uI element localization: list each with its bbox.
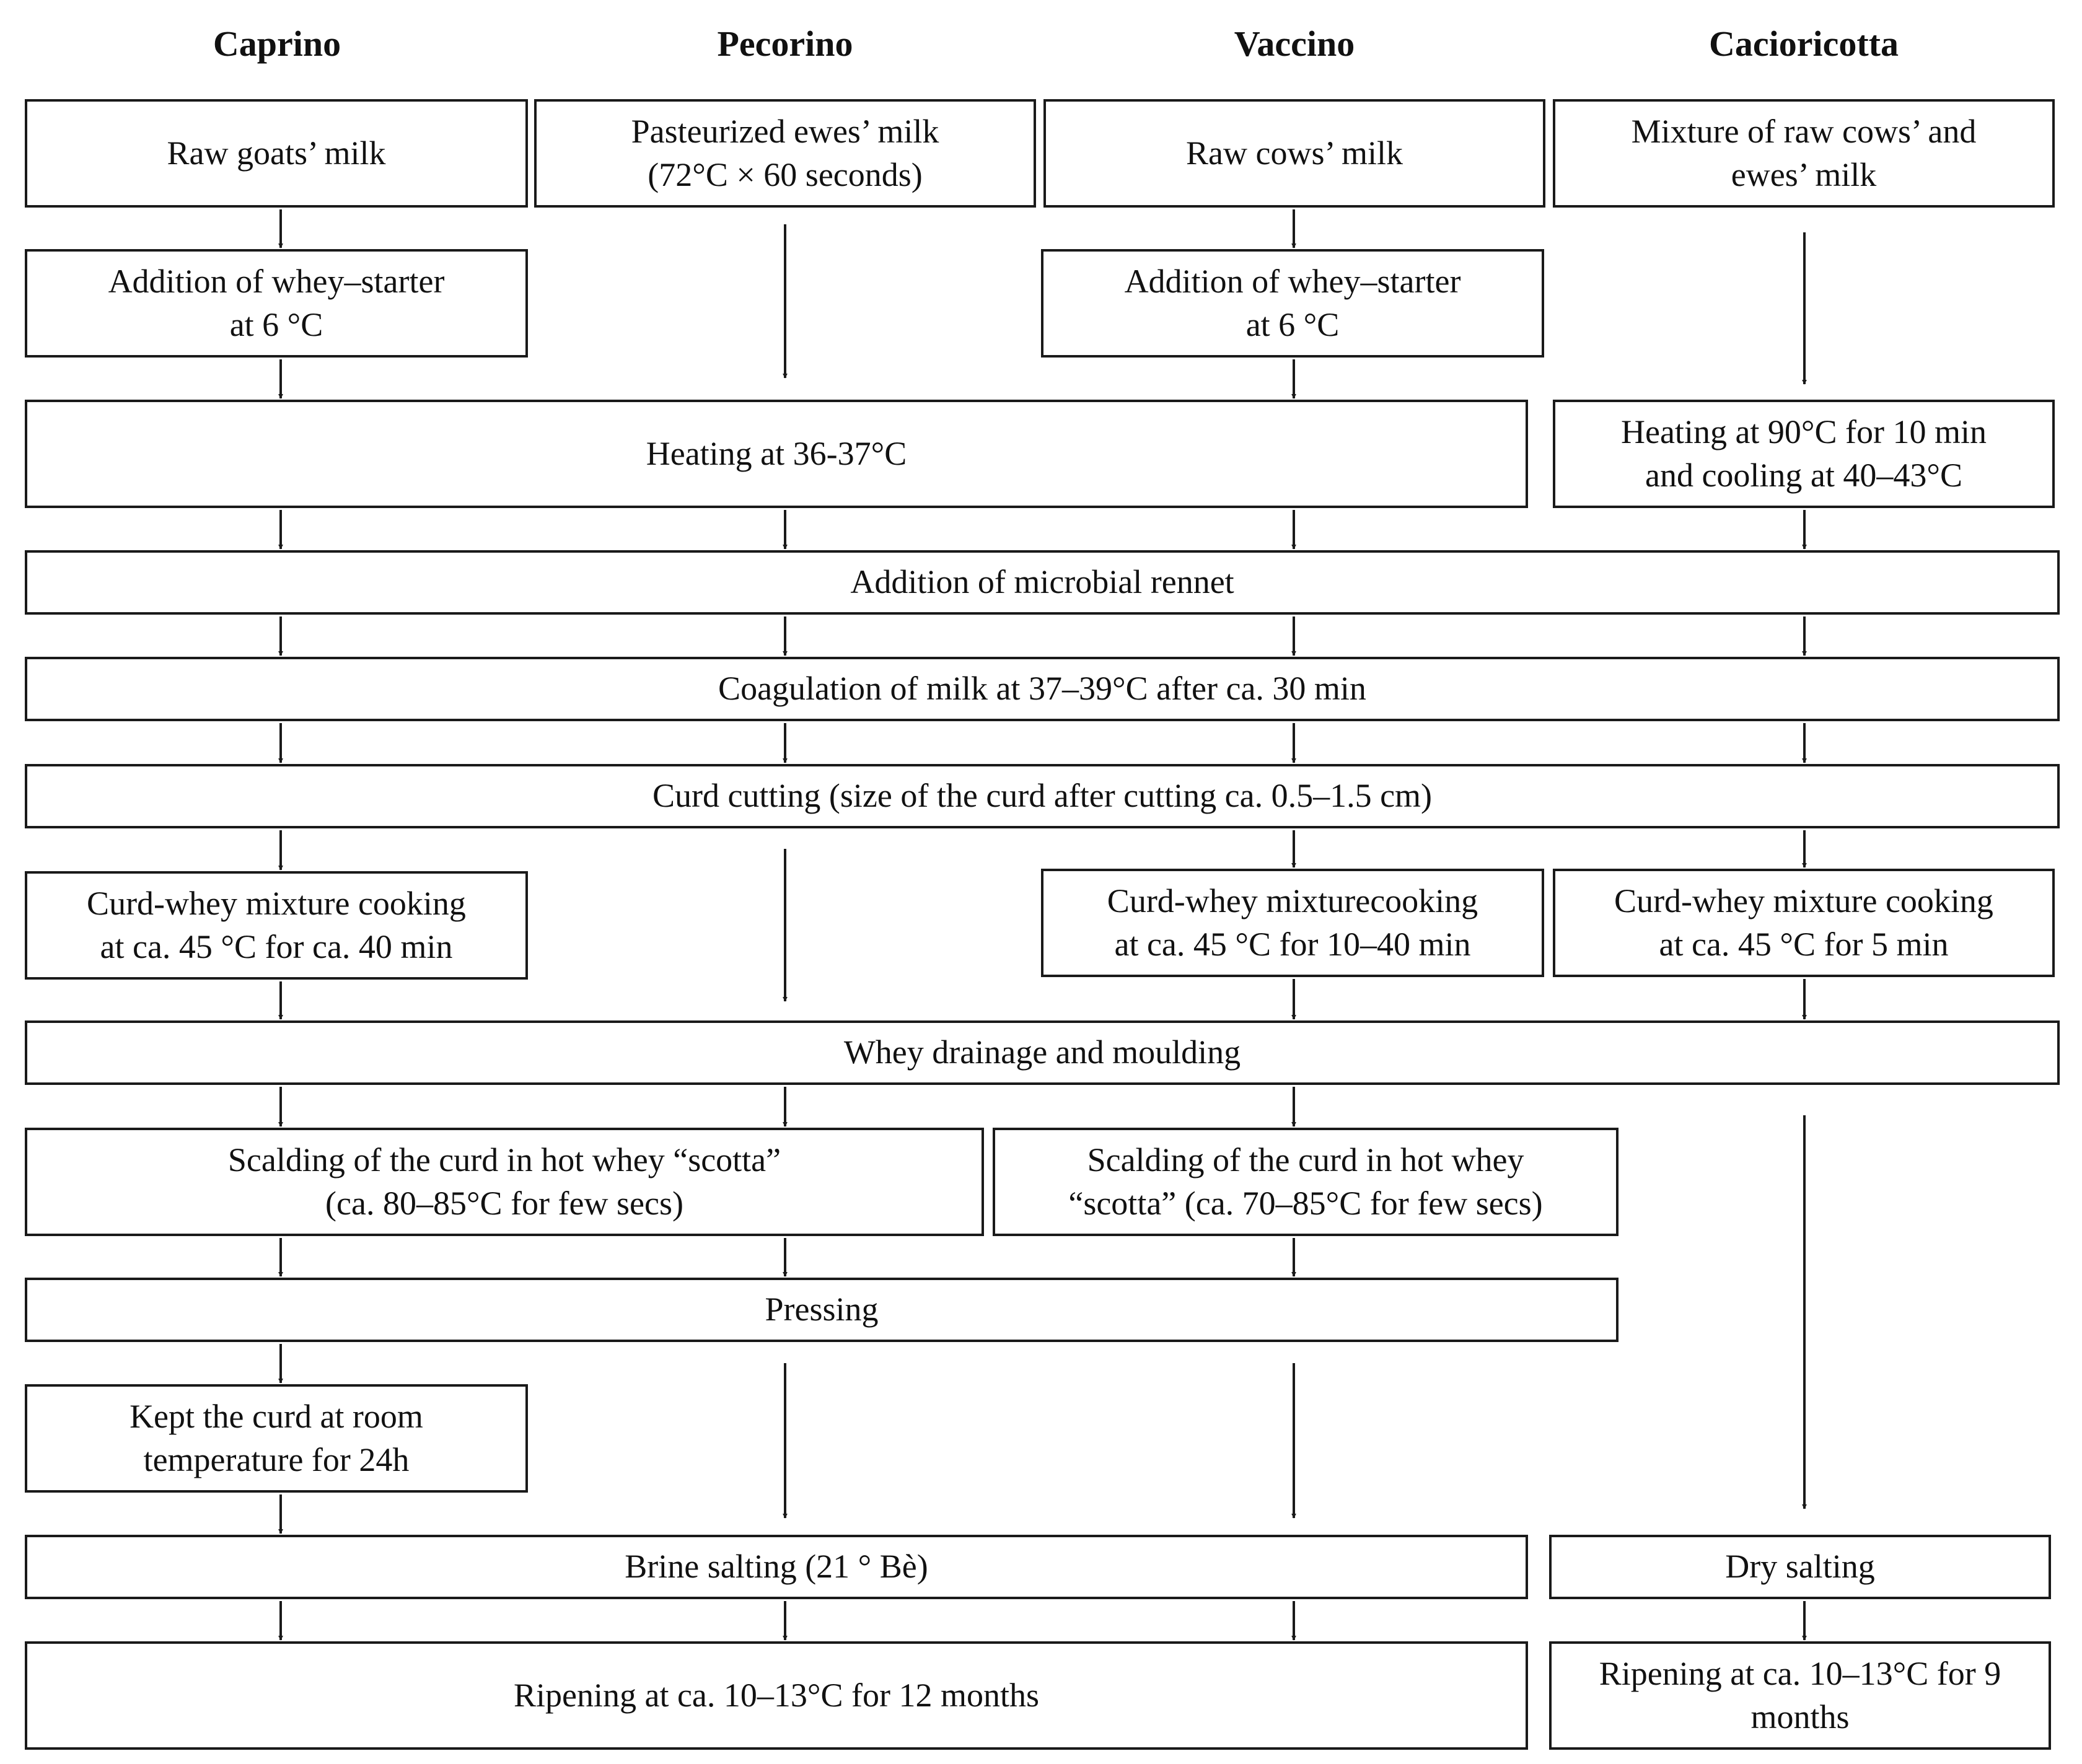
step-scalding-caprino-pecorino: Scalding of the curd in hot whey “scotta… [25, 1128, 984, 1236]
step-pecorino-pasteurized-ewes-milk: Pasteurized ewes’ milk (72°C × 60 second… [534, 99, 1036, 208]
step-caprino-raw-goats-milk: Raw goats’ milk [25, 99, 528, 208]
column-header-vaccino: Vaccino [1234, 23, 1355, 64]
step-ripening-12-months: Ripening at ca. 10–13°C for 12 months [25, 1641, 1528, 1750]
step-coagulation: Coagulation of milk at 37–39°C after ca.… [25, 657, 2060, 721]
step-caprino-whey-starter: Addition of whey–starter at 6 °C [25, 249, 528, 358]
step-vaccino-raw-cows-milk: Raw cows’ milk [1043, 99, 1545, 208]
step-cacioricotta-mixed-milk: Mixture of raw cows’ and ewes’ milk [1553, 99, 2055, 208]
step-scalding-vaccino: Scalding of the curd in hot whey “scotta… [993, 1128, 1619, 1236]
step-cacioricotta-heating: Heating at 90°C for 10 min and cooling a… [1553, 400, 2055, 508]
column-header-cacioricotta: Cacioricotta [1709, 23, 1899, 64]
step-caprino-cooking: Curd-whey mixture cooking at ca. 45 °C f… [25, 871, 528, 980]
column-header-caprino: Caprino [213, 23, 341, 64]
step-rennet: Addition of microbial rennet [25, 550, 2060, 615]
step-ripening-9-months: Ripening at ca. 10–13°C for 9 months [1549, 1641, 2051, 1750]
step-curd-cutting: Curd cutting (size of the curd after cut… [25, 764, 2060, 828]
step-brine-salting: Brine salting (21 ° Bè) [25, 1535, 1528, 1599]
step-dry-salting: Dry salting [1549, 1535, 2051, 1599]
step-whey-drainage: Whey drainage and moulding [25, 1020, 2060, 1085]
column-header-pecorino: Pecorino [717, 23, 853, 64]
step-cacioricotta-cooking: Curd-whey mixture cooking at ca. 45 °C f… [1553, 869, 2055, 977]
step-vaccino-whey-starter: Addition of whey–starter at 6 °C [1041, 249, 1544, 358]
step-pressing: Pressing [25, 1278, 1619, 1342]
step-vaccino-cooking: Curd-whey mixturecooking at ca. 45 °C fo… [1041, 869, 1544, 977]
step-caprino-kept-room-temperature: Kept the curd at room temperature for 24… [25, 1384, 528, 1493]
step-heating-shared: Heating at 36-37°C [25, 400, 1528, 508]
